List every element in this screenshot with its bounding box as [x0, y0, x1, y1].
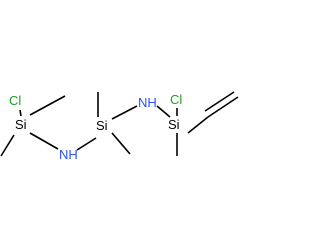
atom-cl-right: Cl: [170, 92, 182, 107]
atom-si-right: Si: [168, 117, 180, 132]
bond-cl-si-left: [19, 109, 22, 117]
bond-si-right-vinyl: [187, 116, 209, 134]
atom-si-left: Si: [15, 117, 27, 132]
bond-si-left-nh: [29, 132, 59, 150]
atom-cl-left: Cl: [9, 93, 21, 108]
atom-nh-left: NH: [59, 147, 78, 162]
bond-si-mid-nh: [111, 105, 138, 120]
bond-vinyl-1: [207, 96, 239, 118]
atom-si-mid: Si: [96, 118, 108, 133]
atom-nh-right: NH: [138, 95, 157, 110]
bond-si-left-methyl-up: [29, 95, 66, 116]
molecule-canvas: Cl Si NH Si NH Si Cl: [0, 91, 239, 162]
bond-nh-si-right: [156, 105, 171, 118]
bond-si-mid-methyl-down: [111, 132, 131, 155]
bonds: [0, 91, 239, 157]
atom-labels: Cl Si NH Si NH Si Cl: [9, 92, 182, 162]
bond-vinyl-2: [204, 91, 235, 112]
structure-drawing: Cl Si NH Si NH Si Cl: [0, 91, 239, 162]
bond-nh-si-mid: [76, 137, 97, 151]
bond-si-left-methyl-down: [0, 134, 15, 157]
